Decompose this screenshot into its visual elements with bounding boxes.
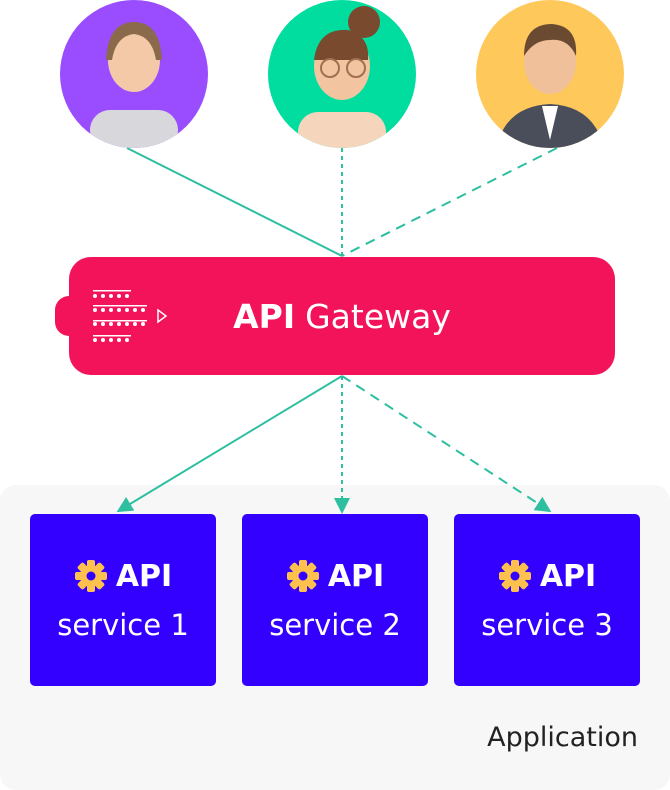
api-gateway	[69, 257, 615, 375]
application-label: Application	[487, 722, 638, 753]
user-avatar-1	[60, 0, 208, 148]
gateway-list-icon	[93, 290, 168, 342]
service-card-3: API service 3	[454, 514, 640, 686]
service-card-1: API service 1	[30, 514, 216, 686]
gateway-title-bold: API	[233, 296, 296, 336]
service-api-label: API	[327, 558, 385, 594]
connector-user3	[341, 147, 558, 257]
service-api-label: API	[539, 558, 597, 594]
user-avatar-2	[268, 0, 416, 148]
service-label: service 2	[269, 607, 401, 642]
play-icon	[157, 308, 168, 324]
connector-user1	[126, 147, 343, 257]
service-label: service 3	[481, 607, 613, 642]
service-card-2: API service 2	[242, 514, 428, 686]
gear-icon	[74, 560, 107, 592]
service-api-label: API	[115, 558, 173, 594]
connector-service3	[341, 375, 552, 513]
connector-service1	[116, 375, 343, 513]
service-label: service 1	[57, 607, 189, 642]
user-avatar-3	[476, 0, 624, 148]
gear-icon	[286, 560, 319, 592]
gear-icon	[498, 560, 531, 592]
gateway-title-rest: Gateway	[305, 296, 451, 336]
